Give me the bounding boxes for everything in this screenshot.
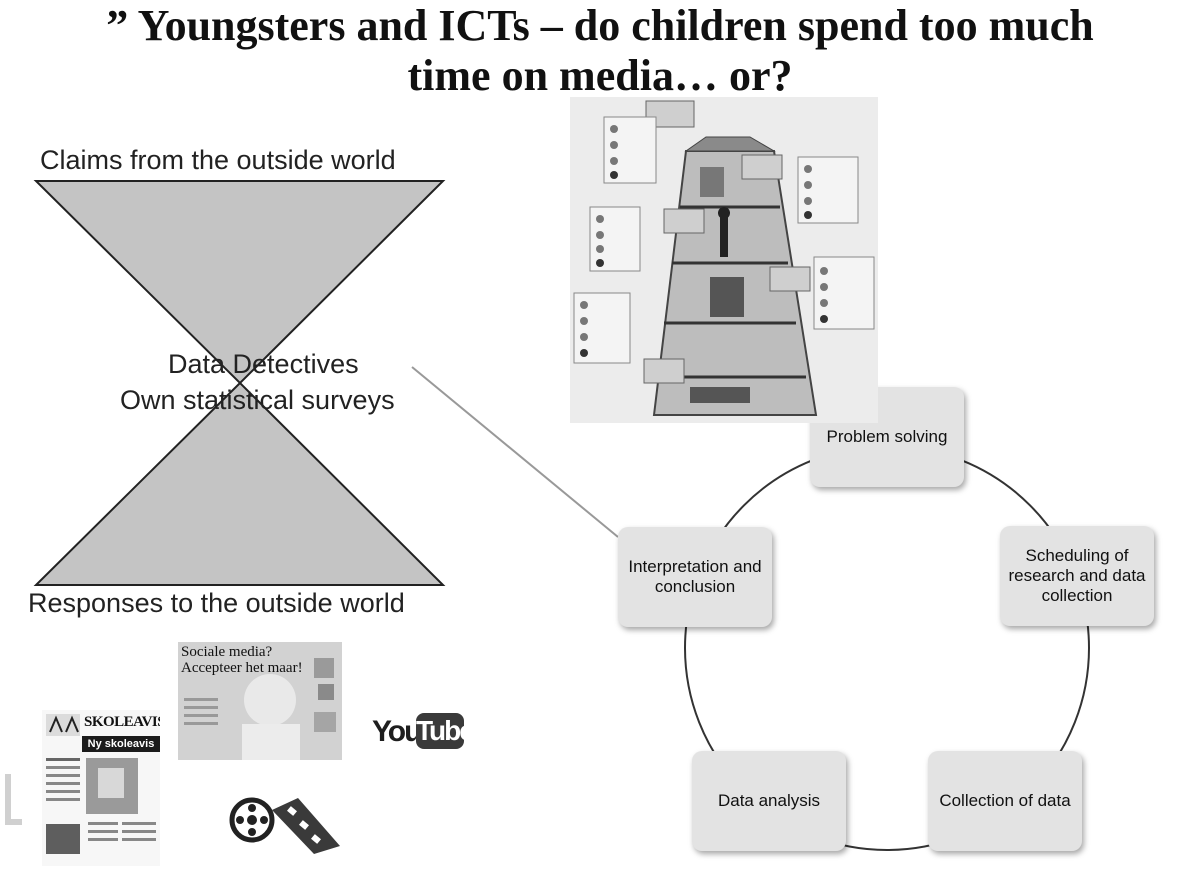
social-media-article-image: Sociale media? Accepteer het maar! [178, 642, 342, 760]
responses-triangle [33, 381, 446, 586]
step-collection-of-data: Collection of data [928, 751, 1082, 851]
social-media-headline-1: Sociale media? [181, 644, 273, 660]
data-detectives-label: Data Detectives [168, 349, 359, 379]
social-media-photo [178, 642, 342, 760]
youtube-tube-text: Tube [416, 713, 475, 749]
newspaper-logo-icon [46, 714, 80, 736]
youtube-you-text: You [372, 715, 422, 748]
newspaper-masthead: SKOLEAVISEN [84, 714, 160, 730]
social-media-headline-2: Accepteer het maar! [181, 660, 303, 676]
newspaper-headline: Ny skoleavis [82, 736, 160, 752]
film-reel-icon [229, 797, 340, 854]
slide-title-line-2: time on media… or? [407, 51, 793, 100]
school-newspaper-image: SKOLEAVISEN Ny skoleavis [42, 710, 160, 866]
claims-triangle [33, 180, 446, 385]
responses-label: Responses to the outside world [28, 588, 405, 618]
step-data-analysis: Data analysis [692, 751, 846, 851]
newspaper-body [46, 758, 156, 854]
youtube-logo: You Tube [372, 713, 475, 751]
connector-line [411, 366, 619, 538]
slide-title-line-1: ” Youngsters and ICTs – do children spen… [106, 1, 1094, 50]
claims-label: Claims from the outside world [40, 145, 396, 175]
own-surveys-label: Own statistical surveys [120, 385, 395, 415]
media-tower-illustration [570, 97, 878, 423]
step-scheduling: Scheduling of research and data collecti… [1000, 526, 1154, 626]
step-interpretation: Interpretation and conclusion [618, 527, 772, 627]
media-tower-drawing [570, 97, 878, 423]
edge-mark [5, 774, 22, 825]
